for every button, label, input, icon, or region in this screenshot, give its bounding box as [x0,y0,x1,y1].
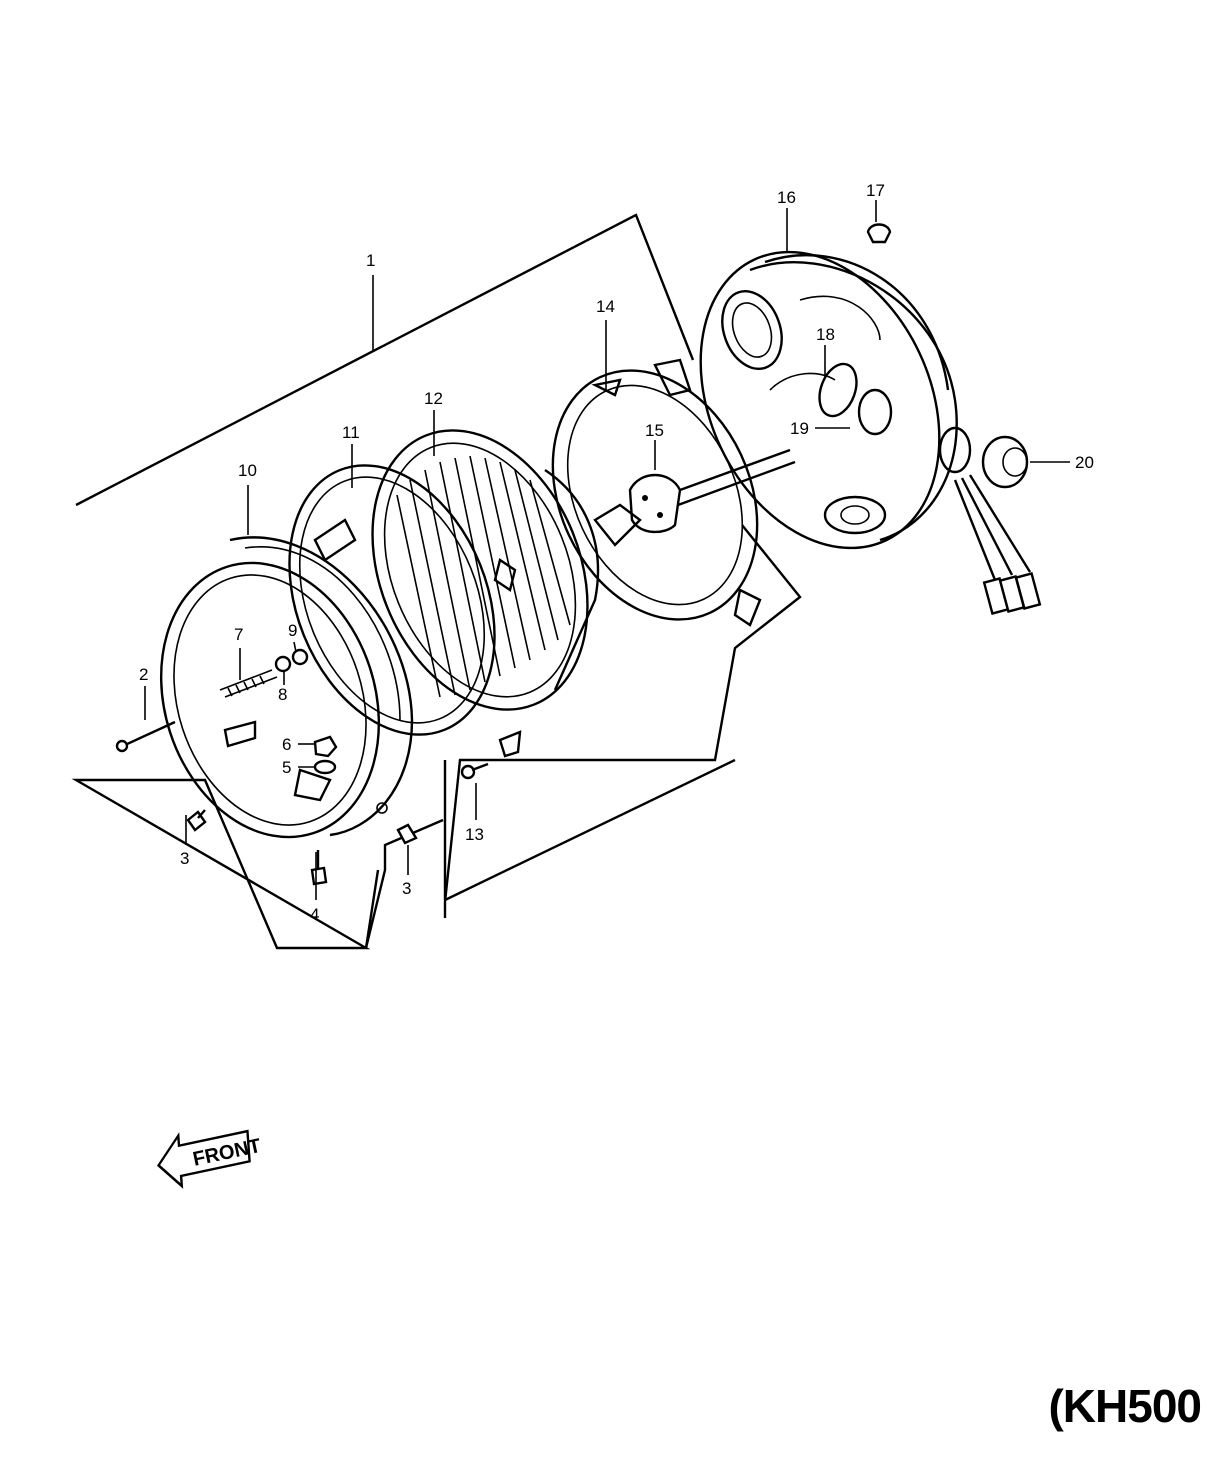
mounting-ring [288,464,496,736]
nut-part-9 [291,648,309,666]
headlight-housing [699,250,972,550]
bolt-part-4 [310,850,328,886]
callout-2: 2 [139,665,148,684]
screw-part-13 [460,762,489,780]
model-label: (KH500 [1048,1380,1202,1432]
grommet [981,435,1029,489]
bulb-socket [628,448,796,534]
headlight-rim [159,536,414,839]
screw-part-3-right [396,823,418,845]
callout-16: 16 [777,188,796,207]
nut-part-6 [313,735,338,758]
wire-harness [953,474,1042,615]
sealed-beam-unit [371,429,642,758]
assembly-outline [71,213,802,950]
callout-8: 8 [278,685,287,704]
callout-19: 19 [790,419,809,438]
callout-10: 10 [238,461,257,480]
callout-17: 17 [866,181,885,200]
callout-7: 7 [234,625,243,644]
callout-4: 4 [310,905,319,924]
callout-5: 5 [282,758,291,777]
callout-12: 12 [424,389,443,408]
callout-11: 11 [342,423,360,442]
callout-14: 14 [596,297,615,316]
callout-6: 6 [282,735,291,754]
cap-part-17 [866,223,892,244]
spring-part-7 [219,669,278,698]
callout-3-left: 3 [180,849,189,868]
callout-1: 1 [366,251,375,270]
callout-20: 20 [1075,453,1094,472]
callout-13: 13 [465,825,484,844]
inner-ring [551,358,762,627]
leader-lines [144,200,1070,900]
screw-part-3-left [186,809,207,832]
callout-9: 9 [288,621,297,640]
callout-18: 18 [816,325,835,344]
callout-15: 15 [645,421,664,440]
screw-part-2 [115,720,176,753]
washer-part-5 [313,759,337,775]
front-arrow-icon: FRONT [156,1129,263,1189]
callout-3-right: 3 [402,879,411,898]
washer-part-8 [274,655,292,673]
